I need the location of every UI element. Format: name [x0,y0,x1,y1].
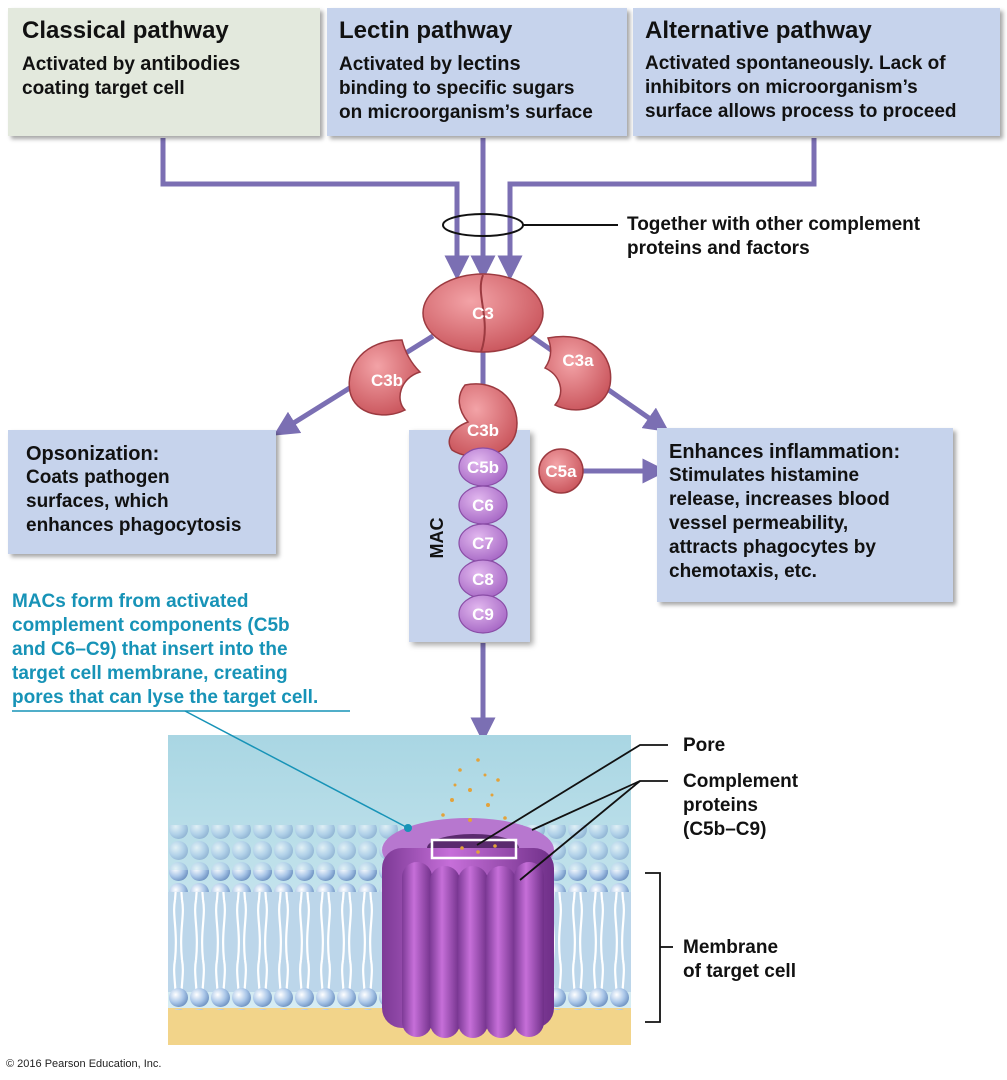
svg-text:C8: C8 [472,570,494,589]
svg-text:C5b: C5b [467,458,499,477]
c3b-mac-label: C3b [467,421,499,440]
pathway-arrows [160,138,817,281]
mac-pore [382,758,554,1038]
leader-lines [476,744,673,1023]
chain-c6: C6 [458,485,508,525]
c3a-label: C3a [562,351,594,370]
c3-node: C3 [422,273,544,353]
chain-c5b: C5b [458,447,508,487]
c3b-mac-node: C3b [448,383,518,458]
c3b-left-node: C3b [348,339,422,416]
inflammation-box: Enhances inflammation: Stimulates histam… [657,428,953,602]
pore-label: Pore [683,735,726,756]
copyright: © 2016 Pearson Education, Inc. [6,1058,162,1070]
mac-label: MAC [427,518,447,559]
chain-c9: C9 [458,594,508,634]
alternative-pathway-box: Alternative pathway Activated spontaneou… [633,8,1000,136]
c3-label: C3 [472,304,494,323]
chain-c7: C7 [458,523,508,563]
svg-text:C6: C6 [472,496,494,515]
classical-title: Classical pathway [22,17,229,44]
mac-chain: C5b C6 C7 C8 C9 [458,447,508,634]
teal-leader [12,710,412,832]
c5a-node: C5a [538,448,584,494]
classical-pathway-box: Classical pathway Activated by antibodie… [8,8,320,136]
alternative-title: Alternative pathway [645,17,872,44]
inflammation-title: Enhances inflammation: [669,441,901,463]
svg-text:C5a: C5a [545,462,577,481]
c3a-node: C3a [543,335,612,411]
lectin-title: Lectin pathway [339,17,513,44]
opsonization-title: Opsonization: [26,443,160,465]
c3b-left-label: C3b [371,371,403,390]
svg-text:C7: C7 [472,534,494,553]
svg-text:C9: C9 [472,605,494,624]
chain-c8: C8 [458,559,508,599]
